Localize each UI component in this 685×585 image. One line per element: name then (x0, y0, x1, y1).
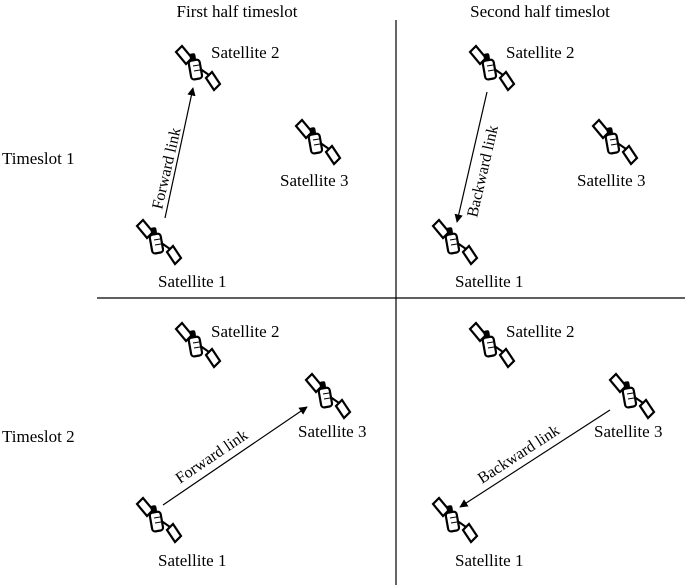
row-header-timeslot-2: Timeslot 2 (2, 427, 75, 446)
row-header-timeslot-1: Timeslot 1 (2, 149, 75, 168)
satellite-1-label: Satellite 1 (158, 272, 226, 291)
forward-link-label: Forward link (149, 126, 184, 211)
satellite-icon (304, 372, 352, 420)
backward-link-arrow (459, 409, 611, 508)
forward-link-arrow (162, 406, 308, 506)
satellite-1-label: Satellite 1 (455, 272, 523, 291)
satellite-2-label: Satellite 2 (211, 43, 279, 62)
satellite-2-label: Satellite 2 (506, 322, 574, 341)
column-header-first-half: First half timeslot (177, 2, 298, 21)
satellite-1-label: Satellite 1 (455, 551, 523, 570)
quadrant-ts2-first-half: Satellite 2 Satellite 3 Satellite 1 Forw… (135, 321, 366, 570)
quadrant-ts1-second-half: Satellite 2 Satellite 3 Satellite 1 Back… (431, 43, 645, 291)
backward-link-label: Backward link (475, 422, 563, 487)
satellite-3-label: Satellite 3 (594, 422, 662, 441)
backward-link-label: Backward link (464, 124, 502, 219)
quadrant-ts1-first-half: Satellite 2 Satellite 3 Satellite 1 Forw… (135, 43, 348, 291)
satellite-icon (294, 118, 342, 166)
satellite-icon (608, 372, 656, 420)
satellite-icon (135, 496, 183, 544)
satellite-2-label: Satellite 2 (211, 322, 279, 341)
forward-link-label: Forward link (173, 427, 251, 488)
satellite-3-label: Satellite 3 (280, 171, 348, 190)
backward-link-arrow (454, 91, 488, 223)
quadrant-ts2-second-half: Satellite 2 Satellite 3 Satellite 1 Back… (431, 321, 662, 570)
column-header-second-half: Second half timeslot (470, 2, 610, 21)
satellite-icon (431, 496, 479, 544)
satellite-3-label: Satellite 3 (577, 171, 645, 190)
satellite-3-label: Satellite 3 (298, 422, 366, 441)
satellite-icon (591, 118, 639, 166)
forward-link-arrow (164, 87, 196, 219)
satellite-icon (135, 218, 183, 266)
satellite-1-label: Satellite 1 (158, 551, 226, 570)
satellite-2-label: Satellite 2 (506, 43, 574, 62)
satellite-icon (431, 218, 479, 266)
